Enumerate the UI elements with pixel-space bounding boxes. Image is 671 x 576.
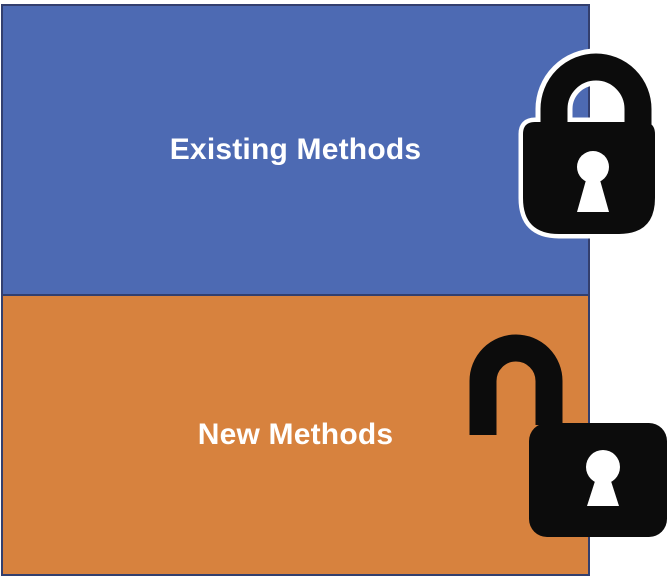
existing-methods-label: Existing Methods [169,133,422,166]
new-methods-label: New Methods [197,418,394,451]
unlocked-padlock-icon [469,334,667,537]
locked-padlock-icon [518,48,660,239]
existing-methods-box: Existing Methods [1,4,590,296]
